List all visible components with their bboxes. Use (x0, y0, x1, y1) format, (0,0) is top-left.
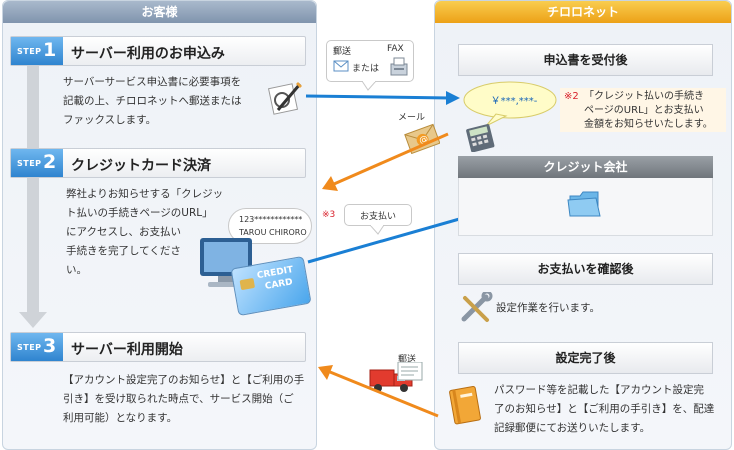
note-2: ※2 「クレジット払いの手続き ページのURL」とお支払い 金額をお知らせいたし… (560, 88, 726, 132)
note-2-line: 「クレジット払いの手続き (584, 90, 704, 104)
arrow-application-head (446, 91, 460, 105)
arrow-application (306, 96, 450, 98)
setup-complete-line: 了のお知らせ】と【ご利用の手引き】を、配達 (494, 400, 714, 419)
note-2-mark: ※2 (564, 90, 579, 104)
payment-confirmed-text: 設定作業を行います。 (496, 299, 600, 318)
amount-text: ￥***,***- (474, 92, 554, 107)
manual-book-icon (446, 384, 486, 426)
arrow-mail (334, 134, 448, 184)
folder-icon (566, 186, 602, 220)
setup-complete-description: パスワード等を記載した【アカウント設定完 了のお知らせ】と【ご利用の手引き】を、… (494, 381, 714, 438)
receive-application-bar: 申込書を受付後 (458, 44, 713, 76)
tools-icon (459, 292, 493, 324)
calculator-icon (464, 122, 498, 152)
note-2-line: 金額をお知らせいたします。 (584, 118, 713, 132)
arrow-post (330, 372, 438, 416)
setup-complete-line: パスワード等を記載した【アカウント設定完 (494, 381, 714, 400)
note-2-line: ページのURL」とお支払い (584, 104, 704, 118)
credit-company-bar: クレジット会社 (458, 156, 713, 178)
setup-complete-line: 記録郵便にてお送りいたします。 (494, 419, 714, 438)
payment-confirmed-bar: お支払いを確認後 (458, 253, 713, 285)
setup-complete-bar: 設定完了後 (458, 342, 713, 374)
